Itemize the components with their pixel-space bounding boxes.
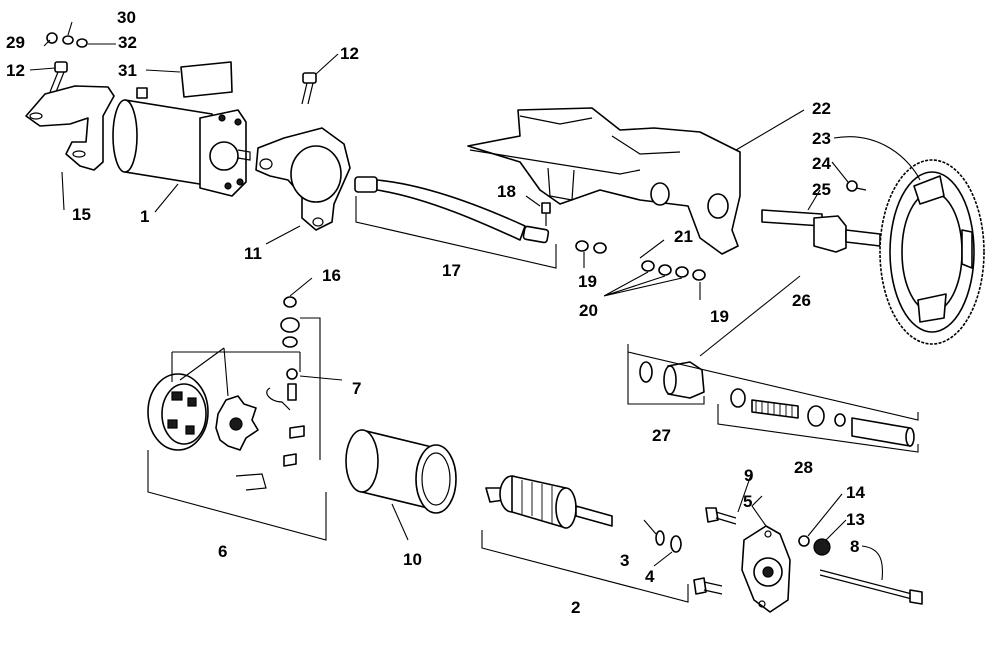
callout-1: 1 [140,207,149,226]
brush-holder-part-6 [215,395,259,451]
washer-part-3 [655,530,665,546]
hardware-part-16-7 [235,296,305,491]
shaft-part-25 [761,209,881,253]
washer-part-32 [76,38,88,48]
screw-part-24 [846,180,867,192]
callout-box-6-top [171,351,301,382]
callout-13: 13 [846,510,865,529]
callout-24: 24 [812,154,831,173]
callout-8: 8 [850,537,859,556]
group-bracket-2 [481,530,689,603]
callout-31: 31 [118,61,137,80]
callout-19: 19 [578,272,597,291]
spring-part-28 [730,388,915,447]
callout-22: 22 [812,99,831,118]
callout-4: 4 [645,567,655,586]
callout-29: 29 [6,33,25,52]
through-bolt-part-8 [819,569,923,605]
yoke-part-10 [345,429,457,514]
brush-plate-part-6 [147,373,209,451]
washer-part-14 [798,535,810,547]
callout-32: 32 [118,33,137,52]
washer-part-30 [62,35,74,45]
group-bracket-17 [355,196,557,269]
callout-27: 27 [652,426,671,445]
ring-gear-part-23 [879,159,985,345]
callout-25: 25 [812,180,831,199]
bolt-part-12-right [301,72,317,105]
nut-part-13 [813,538,831,556]
washers-part-19-left [575,240,607,254]
callout-10: 10 [403,550,422,569]
callout-2: 2 [571,598,580,617]
callout-17: 17 [442,261,461,280]
callout-5: 5 [743,492,752,511]
armature-part-2 [485,475,613,529]
group-bracket-26 [627,344,919,421]
cable-part-17 [354,176,550,244]
group-bracket-7 [300,317,321,460]
callout-19: 19 [710,307,729,326]
callout-20: 20 [579,301,598,320]
bolt-part-18 [541,202,551,226]
callout-12: 12 [340,44,359,63]
bolt-part-12-left [49,61,68,93]
callout-7: 7 [352,379,361,398]
callout-21: 21 [674,227,693,246]
callout-9: 9 [744,466,753,485]
callout-6: 6 [218,542,227,561]
callout-28: 28 [794,458,813,477]
callout-12: 12 [6,61,25,80]
callout-15: 15 [72,205,91,224]
callout-16: 16 [322,266,341,285]
leader-lines [29,21,921,581]
callout-30: 30 [117,8,136,27]
drive-part-27 [639,361,705,399]
label-plate-part-31 [180,61,233,98]
group-bracket-6 [147,450,327,541]
callout-23: 23 [812,129,831,148]
callout-numbers: 30 29 32 12 31 12 15 1 11 17 18 19 22 23… [6,8,865,617]
end-cover-part-5 [741,525,791,613]
housing-bracket-part-22 [467,107,741,255]
washers-part-20-21 [641,260,706,281]
group-bracket-28 [717,404,919,453]
callout-26: 26 [792,291,811,310]
group-bracket-27 [627,352,705,405]
mount-bracket-part-11 [255,127,351,231]
callout-18: 18 [497,182,516,201]
bolt-part-9 [693,507,737,595]
washer-part-4 [670,535,682,553]
callout-11: 11 [244,244,262,263]
callout-3: 3 [620,551,629,570]
bracket-part-15 [25,85,115,171]
callout-14: 14 [846,483,865,502]
starter-motor-part-1 [112,87,251,197]
